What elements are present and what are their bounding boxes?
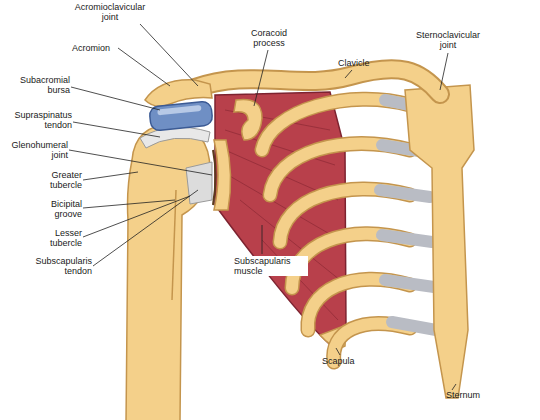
part-label: Sternum [446,390,496,400]
glenohumeral-joint-line [213,150,216,205]
bursa-shape [149,101,213,131]
part-label: Scapula [322,356,372,366]
leader-lines [69,24,456,390]
part-label: Bicipital groove [32,199,82,219]
part-label: Subacromial bursa [6,75,70,95]
part-label: Clavicle [338,58,388,68]
part-label: Supraspinatus tendon [2,110,72,130]
clavicle-bone [195,69,440,94]
part-label: Subscapularis tendon [22,256,92,276]
part-label: Greater tubercle [32,170,82,190]
clavicle-bone [195,69,440,94]
supraspinatus-tendon-shape [140,127,210,148]
part-label: Glenohumeral joint [2,140,68,160]
part-label: Acromion [72,43,122,53]
part-label: Coracoid process [244,28,294,48]
subscapularis-tendon-shape [186,162,212,204]
part-label: Subscapularis muscle [232,256,308,276]
bursa-highlight [157,105,201,116]
part-label: Lesser tubercle [32,228,82,248]
part-label: Sternoclavicular joint [410,30,486,50]
part-label: Acromioclavicular joint [70,2,150,22]
sternum-bone [405,85,474,398]
coracoid-bone [234,99,262,140]
glenoid [214,140,231,210]
